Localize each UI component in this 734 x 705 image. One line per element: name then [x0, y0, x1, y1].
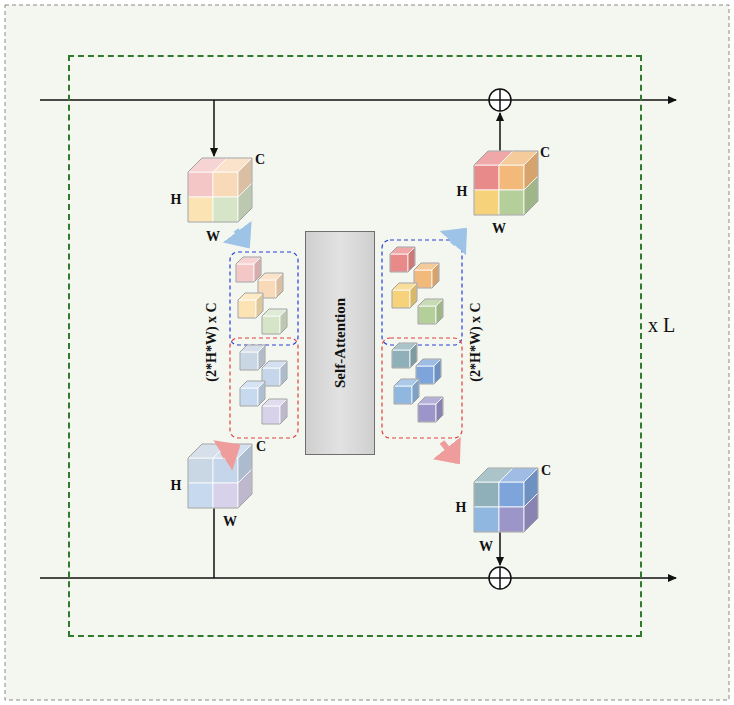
token-group: [230, 252, 298, 345]
branch-up: [213, 508, 215, 578]
block-title: Self-Attention: [333, 298, 348, 388]
axis-label: H: [456, 501, 467, 515]
cube: [392, 343, 417, 368]
residual-up: [499, 113, 501, 151]
axis-label: W: [206, 230, 220, 244]
token-group: [382, 338, 462, 438]
flatten-arrow: [222, 446, 238, 456]
bottom-stream: [40, 577, 676, 579]
axis-label: H: [457, 185, 468, 199]
repeat-block: x LSelf-Attention: [68, 55, 642, 637]
cube: [416, 359, 441, 384]
cube: [262, 399, 287, 424]
branch-down: [213, 100, 215, 156]
cube: [240, 381, 265, 406]
axis-label: C: [540, 146, 550, 160]
token-group: [230, 338, 298, 438]
cube: [474, 151, 538, 215]
axis-label: C: [256, 440, 266, 454]
cube: [418, 397, 443, 422]
reshape-arrow: [442, 442, 458, 462]
cube: [236, 257, 261, 282]
attention-box: Self-Attention: [305, 231, 375, 455]
reshape-arrow: [452, 230, 465, 244]
axis-label: H: [171, 479, 182, 493]
axis-label: W: [479, 540, 493, 554]
token-group: [382, 240, 462, 345]
axis-label: C: [255, 153, 265, 167]
repeat-label: x L: [648, 315, 675, 335]
dimension-label: (2*H*W) x C: [469, 302, 483, 381]
residual-down: [499, 532, 501, 565]
cube: [474, 468, 538, 532]
flatten-arrow: [236, 230, 248, 246]
axis-label: W: [492, 222, 506, 236]
axis-label: C: [541, 464, 551, 478]
axis-label: W: [223, 515, 237, 529]
add-symbol: [489, 567, 511, 589]
cube: [238, 293, 263, 318]
cube: [392, 283, 417, 308]
dimension-label: (2*H*W) x C: [205, 302, 219, 381]
axis-label: H: [171, 193, 182, 207]
cube: [394, 379, 419, 404]
outer-frame: [5, 5, 729, 700]
top-stream: [40, 99, 676, 101]
cube: [240, 345, 265, 370]
feature-cubes: [188, 151, 538, 532]
cube: [418, 299, 443, 324]
cube: [414, 263, 439, 288]
cube: [390, 247, 415, 272]
cube: [262, 361, 287, 386]
cube: [262, 309, 287, 334]
add-symbol: [489, 89, 511, 111]
cube: [188, 158, 252, 222]
cube: [188, 444, 252, 508]
